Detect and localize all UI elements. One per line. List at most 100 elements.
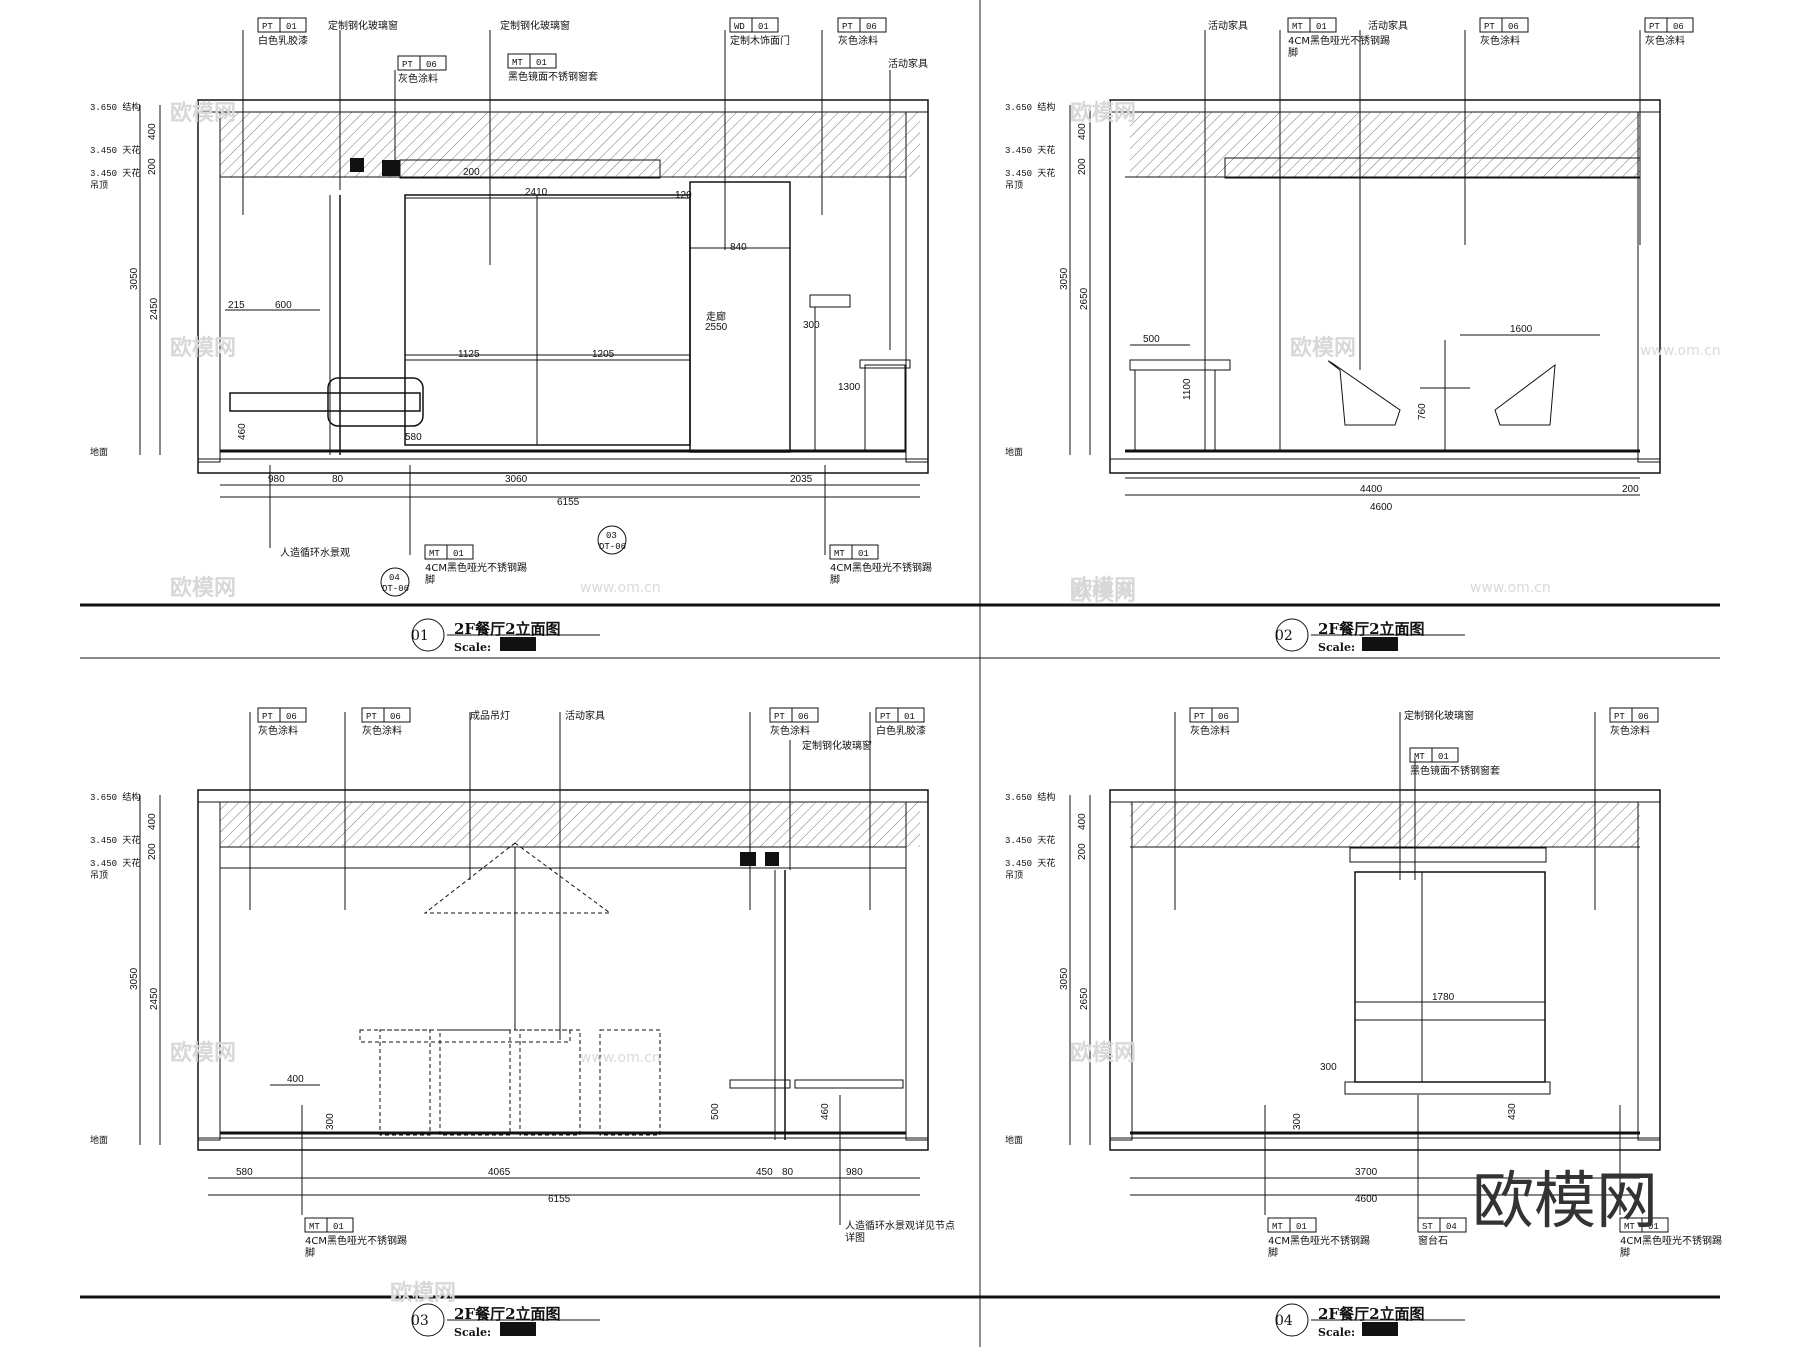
floor-hatch [197,458,929,474]
p1-btag-1-num: 01 [453,549,464,559]
p1-tag-0-code: PT [262,22,273,32]
p3-vdim-4: 300 [325,1113,336,1130]
p4-tag-3-desc: 灰色涂料 [1610,724,1650,737]
lounge-chair-right [1494,363,1556,426]
slab-hatch [197,99,929,113]
p2-level-2: 3.450 天花 [1005,167,1055,179]
p1-tag-7-desc: 活动家具 [888,57,928,70]
p3-vdim-1: 200 [147,843,158,860]
p4-level-0: 3.650 结构 [1005,791,1055,803]
watermark-url-0: www.om.cn [580,580,661,596]
panel-number-circle-02 [1275,618,1309,652]
left-wall-hatch [197,111,221,463]
p4-vdim-2: 3050 [1059,967,1070,990]
p3-tag-0-code: PT [262,712,273,722]
p2-tag-3-code-box [1479,17,1529,33]
watermark-tile-2: 欧模网 [170,575,236,601]
p3-level-0: 3.650 结构 [90,791,140,803]
p4-btag-0-code: MT [1272,1222,1283,1232]
p4-btag-1-num: 04 [1446,1222,1457,1232]
p1-tag-6-desc: 灰色涂料 [838,34,878,47]
p2-tag-0-desc: 活动家具 [1208,19,1248,32]
p3-btag-1-desc: 人造循环水景观详见节点 [845,1219,955,1232]
watermark-tile-6: 欧模网 [170,1040,236,1066]
p1-idim-8: 1300 [838,382,861,393]
p4-btag-1-code-box [1417,1217,1467,1233]
elevation-panel-04 [1069,712,1661,1228]
p3-idim-0: 400 [287,1074,304,1085]
p3-tag-0-num: 06 [286,712,297,722]
p4-tag-3-code: PT [1614,712,1625,722]
p4-idim-1: 300 [1320,1062,1337,1073]
p3-tag-6-num: 01 [904,712,915,722]
p4-vdim-0: 400 [1077,813,1088,830]
p2-hdim-0: 4400 [1360,484,1383,495]
p2-level-0: 3.650 结构 [1005,101,1055,113]
p4-tag-0-num: 06 [1218,712,1229,722]
watermark-tile-1: 欧模网 [170,335,236,361]
detail-callout-circle [597,525,627,555]
watermark-tile-4: 欧模网 [1290,335,1356,361]
p2-tag-3-desc: 灰色涂料 [1480,34,1520,47]
panel-title-03: 2F餐厅2立面图 [454,1305,561,1323]
p3-tag-1-code: PT [366,712,377,722]
p3-tag-4-code: PT [774,712,785,722]
p1-btag-2-desc: 4CM黑色哑光不锈钢踢 [830,561,932,574]
p1-tag-0-num: 01 [286,22,297,32]
sheet-grid [80,0,1720,1347]
p4-level-4: 地面 [1005,1134,1023,1146]
p1-tag-2-num: 06 [426,60,437,70]
watermark-tile-9: 欧模网 [390,1280,456,1306]
watermark-url-1: www.om.cn [1470,580,1551,596]
p1-btag-1-code: MT [429,549,440,559]
p2-hdim-2: 4600 [1370,502,1393,513]
p2-tag-1-num: 01 [1316,22,1327,32]
p4-tag-0-desc: 灰色涂料 [1190,724,1230,737]
p2-tag-3-num: 06 [1508,22,1519,32]
panel-number-circle-03 [411,1303,445,1337]
elevation-panel-01 [139,30,929,555]
p3-btag-0-desc-l1: 脚 [305,1246,315,1259]
p4-vdim-4: 300 [1292,1113,1303,1130]
p2-tag-1-desc: 4CM黑色哑光不锈钢踢 [1288,34,1390,47]
p1-vdim-4: 460 [237,423,248,440]
p1-btag-2-num: 01 [858,549,869,559]
p1-level-2: 3.450 天花 [90,167,140,179]
p1-tag-5-code-box [729,17,779,33]
p4-tag-0-code: PT [1194,712,1205,722]
p2-vdim-2: 3050 [1059,267,1070,290]
p1-tag-4-code: MT [512,58,523,68]
p3-hdim-5: 6155 [548,1194,571,1205]
pendant-lamp [423,842,612,914]
p3-hdim-2: 450 [756,1167,773,1178]
p4-tag-2-code-box [1409,747,1459,763]
watermark-tile-5: 欧模网 [1070,575,1136,601]
p4-tag-2-desc: 黑色镜面不锈钢窗套 [1410,764,1500,777]
p3-tag-5-desc: 定制钢化玻璃窗 [802,739,872,752]
p4-level-1: 3.450 天花 [1005,834,1055,846]
wood-door [689,181,791,453]
p4-btag-2-code-box [1619,1217,1669,1233]
panel-number-circle-01 [411,618,445,652]
p3-hdim-4: 980 [846,1167,863,1178]
dining-set [359,1029,661,1136]
p3-vdim-0: 400 [147,813,158,830]
p1-callout-0-top: 03 [606,531,617,541]
p1-idim-5: 1205 [592,349,615,360]
right-wall-hatch [905,111,929,463]
p2-vdim-1: 200 [1077,158,1088,175]
glass-window [1354,871,1546,1083]
p4-btag-0-desc-l1: 脚 [1268,1246,1278,1259]
p2-tag-1-desc-l1: 脚 [1288,46,1298,59]
p3-tag-6-code: PT [880,712,891,722]
p3-btag-1-desc-l1: 详图 [845,1231,865,1244]
elevation-panel-03 [139,712,929,1225]
p4-btag-2-desc-l1: 脚 [1620,1246,1630,1259]
p1-hdim-3: 2035 [790,474,813,485]
p1-tag-2-code-box [397,55,447,71]
water-feature-counter [229,392,421,412]
p4-btag-0-code-box [1267,1217,1317,1233]
p4-tag-3-code-box [1609,707,1659,723]
window-head [1349,847,1547,863]
